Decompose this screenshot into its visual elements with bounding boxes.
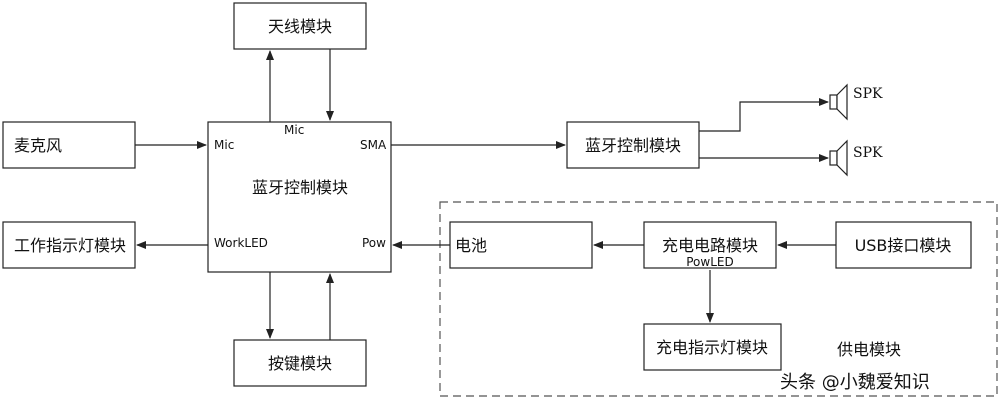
power-supply-group-border [439,201,998,397]
button-module-label: 按键模块 [268,354,332,373]
usb-interface-module-label: USB接口模块 [855,236,952,255]
port-powled: PowLED [686,255,733,269]
battery-module: 电池 [449,221,593,269]
charging-circuit-module: 充电电路模块 PowLED [643,221,777,269]
bluetooth-audio-module: 蓝牙控制模块 [566,121,700,169]
microphone-module-label: 麦克风 [14,136,62,155]
work-indicator-module-label: 工作指示灯模块 [14,236,126,255]
bluetooth-main-module-label: 蓝牙控制模块 [252,178,348,197]
charge-indicator-module: 充电指示灯模块 [643,323,782,371]
port-pow: Pow [362,236,386,250]
port-sma: SMA [360,138,387,152]
port-mic-top: Mic [284,123,304,137]
bluetooth-audio-module-label: 蓝牙控制模块 [585,136,681,155]
antenna-module: 天线模块 [233,2,367,50]
link-audio-to-speaker-1 [699,98,829,132]
port-mic-left: Mic [214,138,234,152]
usb-interface-module: USB接口模块 [835,221,972,269]
microphone-module: 麦克风 [2,121,136,169]
power-supply-group-label: 供电模块 [837,340,901,359]
port-workled: WorkLED [214,236,268,250]
work-indicator-module: 工作指示灯模块 [2,221,136,269]
button-module: 按键模块 [233,339,367,387]
watermark: 头条 @小魏爱知识 [780,372,930,393]
speaker-label: SPK [853,145,883,161]
speaker-icon: SPK [829,83,883,121]
charge-indicator-module-label: 充电指示灯模块 [656,338,768,357]
battery-module-label: 电池 [455,236,487,255]
speaker-label: SPK [853,86,883,102]
bluetooth-main-module: 蓝牙控制模块 Mic Mic SMA WorkLED Pow [207,121,392,273]
antenna-module-label: 天线模块 [268,17,332,36]
speaker-icon: SPK [829,139,883,177]
charging-circuit-module-label: 充电电路模块 [662,236,758,255]
